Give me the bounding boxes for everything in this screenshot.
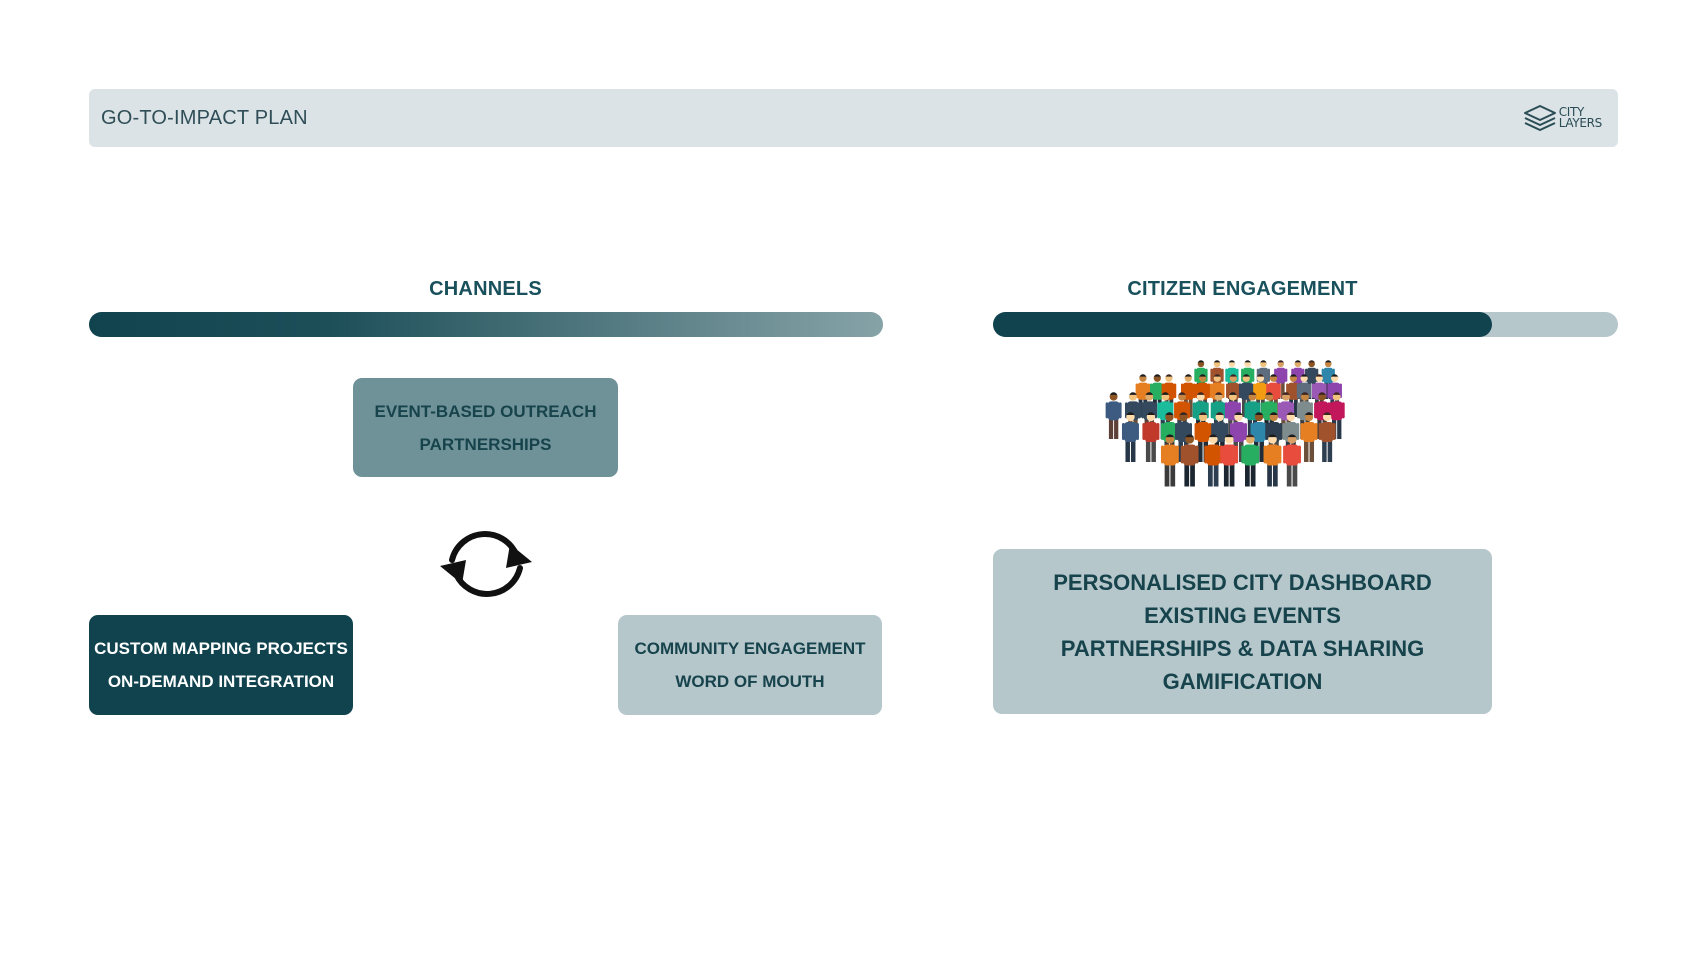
city-layers-logo: CITY LAYERS <box>1523 103 1602 133</box>
person-figure <box>1105 392 1122 439</box>
person-figure <box>1180 434 1199 487</box>
person-figure <box>1238 374 1254 417</box>
person-figure <box>1142 412 1160 462</box>
person-figure <box>1263 434 1282 487</box>
citizen-item: EXISTING EVENTS <box>1144 602 1341 628</box>
outreach-line2: PARTNERSHIPS <box>419 434 552 454</box>
page-title: GO-TO-IMPACT PLAN <box>101 107 308 129</box>
person-figure <box>1241 434 1260 487</box>
stacked-layers-icon <box>1523 105 1556 131</box>
person-figure <box>1300 412 1318 462</box>
community-engagement-box: COMMUNITY ENGAGEMENT WORD OF MOUTH <box>618 615 882 715</box>
outreach-line1: EVENT-BASED OUTREACH <box>374 401 597 421</box>
person-figure <box>1318 412 1336 462</box>
person-figure <box>1160 434 1179 487</box>
channels-progress-fill <box>89 312 883 337</box>
outreach-box: EVENT-BASED OUTREACH PARTNERSHIPS <box>353 378 618 477</box>
community-line2: WORD OF MOUTH <box>675 672 825 691</box>
citizen-item: PERSONALISED CITY DASHBOARD <box>1053 569 1432 595</box>
header-bar: GO-TO-IMPACT PLAN CITY LAYERS <box>89 89 1618 147</box>
custom-line1: CUSTOM MAPPING PROJECTS <box>94 639 348 658</box>
citizen-progress-fill <box>993 312 1492 337</box>
citizen-item: PARTNERSHIPS & DATA SHARING <box>1060 635 1425 661</box>
custom-mapping-box: CUSTOM MAPPING PROJECTS ON-DEMAND INTEGR… <box>89 615 353 715</box>
citizen-engagement-label: CITIZEN ENGAGEMENT <box>1127 278 1358 300</box>
refresh-cycle-icon <box>440 531 532 597</box>
citizen-engagement-box: PERSONALISED CITY DASHBOARD EXISTING EVE… <box>993 549 1492 714</box>
citizen-item: GAMIFICATION <box>1162 668 1323 694</box>
person-figure <box>1121 412 1139 462</box>
custom-line2: ON-DEMAND INTEGRATION <box>107 672 335 691</box>
logo-line2: LAYERS <box>1558 116 1603 130</box>
people-crowd-icon <box>1105 360 1345 487</box>
channels-label: CHANNELS <box>429 278 542 300</box>
community-line1: COMMUNITY ENGAGEMENT <box>634 639 866 658</box>
logo-line1: CITY <box>1558 105 1585 119</box>
person-figure <box>1220 434 1239 487</box>
logo-text: CITY LAYERS <box>1558 105 1603 130</box>
person-figure <box>1283 434 1301 487</box>
